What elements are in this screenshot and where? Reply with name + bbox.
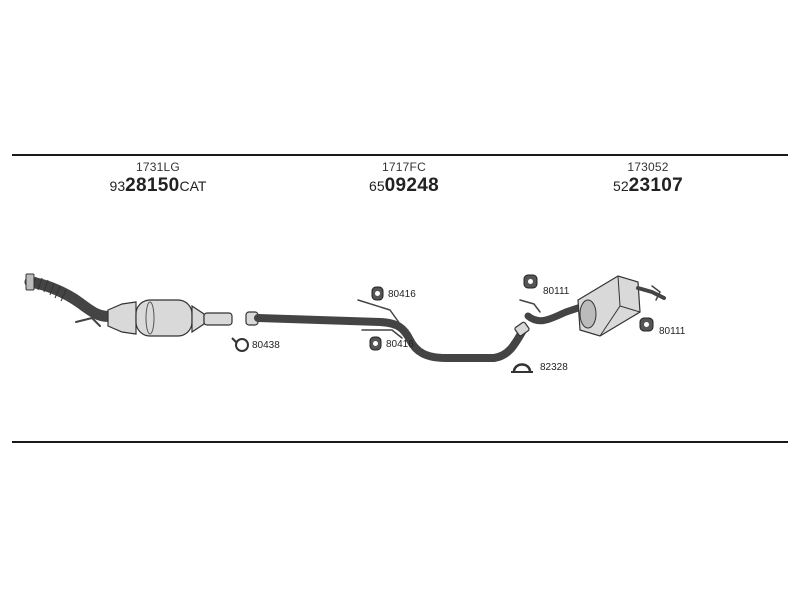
callout-rear-left-hanger: 80111 — [543, 286, 570, 297]
upper-hanger-icon — [371, 286, 384, 301]
callout-rear-clamp: 82328 — [540, 362, 568, 373]
part-ref: 173052 — [627, 160, 669, 174]
part-label-rear-silencer: 173052 5223107 — [613, 160, 683, 197]
rear-silencer-assembly — [519, 275, 666, 337]
lower-hanger-icon — [369, 336, 382, 351]
rear-right-hanger-icon — [639, 317, 654, 332]
part-label-middle-pipe: 1717FC 6509248 — [369, 160, 439, 197]
front-clamp-icon — [231, 337, 249, 352]
middle-pipe-assembly — [245, 299, 530, 362]
part-ref: 1731LG — [136, 160, 180, 174]
callout-front-clamp: 80438 — [252, 340, 280, 351]
rear-left-hanger-icon — [523, 274, 538, 289]
bottom-divider — [12, 441, 788, 443]
top-divider — [12, 154, 788, 156]
callout-upper-hanger: 80416 — [388, 289, 416, 300]
rear-clamp-icon — [511, 363, 533, 373]
part-number: 6509248 — [369, 175, 439, 196]
part-number: 9328150CAT — [109, 175, 207, 196]
part-number: 5223107 — [613, 175, 683, 196]
callout-rear-right-hanger: 80111 — [659, 326, 686, 337]
part-ref: 1717FC — [382, 160, 426, 174]
part-label-front-catalyst: 1731LG 9328150CAT — [110, 160, 207, 197]
front-catalyst-assembly — [24, 273, 233, 337]
callout-lower-hanger: 80416 — [386, 339, 414, 350]
